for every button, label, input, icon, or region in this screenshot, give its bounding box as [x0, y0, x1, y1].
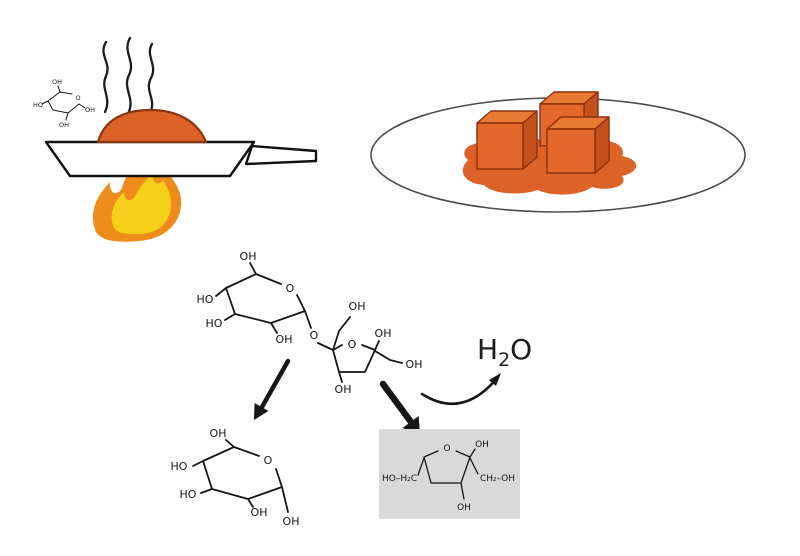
sucrose-top-oh-label: OH — [240, 250, 257, 263]
sugar-cube-right — [546, 116, 610, 174]
sucrose-glucose-ring-o-label: O — [286, 282, 295, 295]
sucrose-ho-lower-label: HO — [206, 317, 223, 330]
cube-front-face — [546, 128, 596, 174]
glucose-top-oh-label: OH — [210, 427, 227, 440]
sucrose-fructose-bottom-oh-label: OH — [335, 383, 352, 396]
heat-wave-lines — [102, 36, 155, 116]
mini-oh-right-label: OH — [85, 106, 95, 114]
fructose-structure: O OH HO–H₂C CH₂–OH OH — [379, 429, 520, 519]
mini-sugar-bonds — [41, 85, 86, 121]
arrow-to-fructose — [379, 380, 420, 435]
fructose-ring-o-label: O — [443, 444, 450, 454]
arrow-shaft — [259, 358, 291, 410]
arrow-to-water — [420, 373, 501, 406]
glucose-bottom-oh-label: OH — [251, 506, 268, 519]
sugar-cube-left — [476, 110, 538, 170]
water-product: H2O — [477, 333, 532, 371]
plate-scene — [370, 91, 746, 213]
fructose-top-oh-label: OH — [475, 440, 489, 450]
glucose-ring-o-label: O — [264, 454, 273, 467]
sucrose-bonds — [215, 262, 403, 383]
frying-pan — [44, 108, 318, 178]
sucrose-fructose-ring-o-label: O — [348, 338, 357, 351]
curved-arrow-head — [489, 373, 501, 386]
arrow-head — [254, 403, 269, 420]
mini-sugar-molecule: OH HO O OH OH — [33, 78, 95, 129]
glucose-bonds — [192, 439, 289, 513]
h2o-o: O — [510, 333, 532, 366]
arrow-shaft — [379, 380, 415, 426]
fructose-bottom-oh-label: OH — [457, 503, 471, 513]
h2o-label: H2O — [477, 333, 532, 371]
sucrose-glycosidic-o-label: O — [310, 329, 319, 342]
heat-waves — [102, 36, 155, 116]
curved-arrow-shaft — [420, 375, 500, 406]
sucrose-fructose-right-oh-label: OH — [375, 327, 392, 340]
fructose-background-box — [379, 429, 520, 519]
fructose-left-chain-label: HO–H₂C — [382, 474, 417, 484]
pan-handle — [244, 144, 318, 166]
fructose-bonds — [417, 448, 479, 500]
glucose-ho-upper-label: HO — [171, 460, 188, 473]
h2o-subscript: 2 — [498, 349, 510, 371]
sucrose-structure: O OH HO HO OH O O OH OH OH OH — [197, 250, 423, 396]
h2o-h: H — [477, 333, 498, 366]
sucrose-fructose-top-oh-label: OH — [349, 300, 366, 313]
mini-ho-left-label: HO — [33, 101, 43, 109]
cube-front-face — [476, 122, 524, 170]
caramel-in-pan — [96, 108, 208, 144]
fructose-right-chain-label: CH₂–OH — [480, 474, 515, 484]
sucrose-fructose-chain-oh-label: OH — [406, 358, 423, 371]
arrow-to-glucose — [254, 358, 291, 420]
sucrose-anomeric-oh-label: OH — [276, 333, 293, 346]
mini-ring-o-label: O — [75, 94, 80, 102]
pan-body — [44, 140, 256, 178]
mini-oh-bottom-label: OH — [59, 121, 69, 129]
glucose-ho-lower-label: HO — [180, 488, 197, 501]
sucrose-ho-upper-label: HO — [197, 293, 214, 306]
mini-oh-top-label: OH — [52, 78, 62, 86]
glucose-anomeric-oh-label: OH — [283, 515, 300, 528]
glucose-structure: O OH HO HO OH OH — [171, 427, 300, 528]
flame-inner — [111, 172, 172, 234]
